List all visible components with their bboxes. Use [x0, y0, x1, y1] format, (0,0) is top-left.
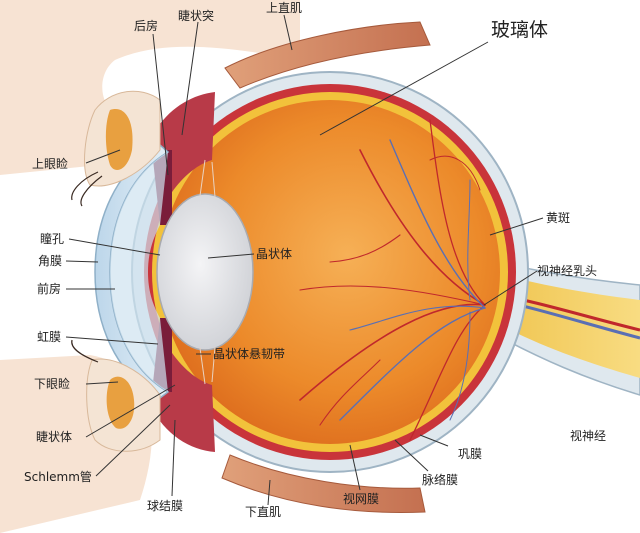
vessel-red [409, 304, 486, 441]
leader-lines [65, 14, 544, 506]
vessel-red [329, 234, 401, 263]
label-ciliary-process: 睫状突 [178, 8, 214, 23]
vessel-blue [467, 179, 471, 301]
vessel-red [319, 359, 381, 426]
label-optic-nerve: 视神经 [570, 428, 606, 443]
label-iris: 虹膜 [37, 330, 61, 344]
label-sclera: 巩膜 [458, 447, 482, 461]
vessel-blue [349, 305, 486, 331]
label-posterior-chamber: 后房 [134, 18, 158, 33]
label-vitreous: 玻璃体 [491, 19, 548, 41]
vitreous-body [160, 100, 500, 444]
inferior-rectus-muscle [221, 454, 426, 513]
eyeball [131, 71, 529, 473]
lower-eyelid [71, 339, 161, 452]
label-pupil: 瞳孔 [40, 231, 64, 246]
vessel-red [429, 155, 481, 191]
label-inferior-rectus: 下直肌 [245, 505, 281, 519]
label-ciliary-body: 睫状体 [36, 430, 72, 444]
label-macula: 黄斑 [546, 211, 570, 225]
label-lower-eyelid: 下眼睑 [34, 377, 70, 391]
vessel-blue [389, 139, 486, 309]
label-cornea: 角膜 [38, 254, 62, 268]
eyelash [80, 175, 103, 207]
label-choroid: 脉络膜 [422, 472, 458, 487]
label-lens: 晶状体 [256, 247, 292, 261]
label-zonule: 晶状体悬韧带 [213, 347, 285, 361]
label-anterior-chamber: 前房 [37, 281, 61, 296]
label-optic-disc: 视神经乳头 [537, 263, 597, 278]
labels: 玻璃体 后房 睫状突 上直肌 上眼睑 瞳孔 角膜 前房 虹膜 下眼睑 睫状体 S… [24, 1, 606, 519]
retinal-vessels [299, 119, 486, 441]
label-conjunctiva: 球结膜 [147, 499, 183, 513]
eyelash [71, 339, 99, 363]
anterior-chamber-shape [110, 152, 168, 392]
tarsal-gland [105, 109, 133, 170]
vessel-red [429, 119, 486, 306]
eyelash [71, 171, 99, 201]
vessel-red [299, 285, 486, 306]
vessel-blue [449, 311, 471, 421]
label-retina: 视网膜 [343, 491, 379, 506]
lens-shape [156, 193, 254, 351]
vessel-red [359, 149, 486, 306]
brow-skin [0, 0, 300, 175]
upper-eyelid [71, 90, 161, 207]
vessel-red [299, 303, 486, 401]
tarsal-gland [106, 376, 135, 429]
label-superior-rectus: 上直肌 [266, 1, 302, 15]
vessel-blue [339, 307, 486, 421]
superior-rectus-muscle [224, 21, 431, 89]
label-upper-eyelid: 上眼睑 [32, 157, 68, 171]
label-schlemm-canal: Schlemm管 [24, 469, 92, 484]
